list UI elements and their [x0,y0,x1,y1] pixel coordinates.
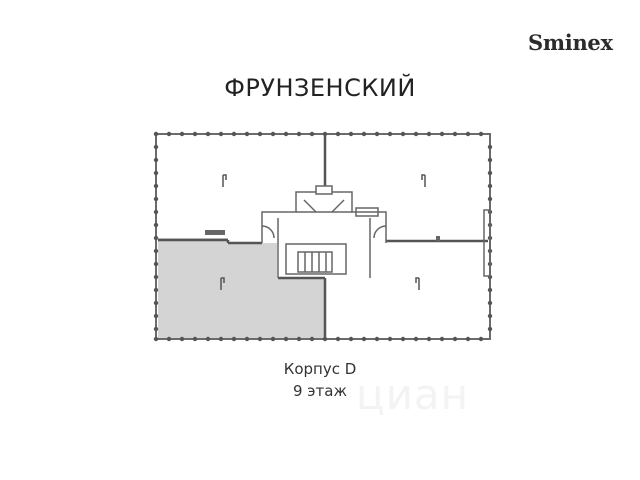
window-dot [283,131,289,137]
window-dot [166,131,172,137]
window-dot [465,131,471,137]
window-dot [374,336,380,342]
window-dot [257,131,263,137]
window-dot [387,336,393,342]
selected-apartment[interactable] [158,238,325,338]
window-markers [153,131,493,342]
window-dot [231,131,237,137]
window-dot [153,261,159,267]
window-dot [487,157,493,163]
window-dot [348,131,354,137]
window-dot [439,336,445,342]
window-dot [400,131,406,137]
window-dot [218,131,224,137]
window-dot [231,336,237,342]
wall-stubs [205,230,440,241]
window-dot [361,131,367,137]
window-dot [153,313,159,319]
window-dot [153,326,159,332]
window-dot [179,131,185,137]
window-dot [153,222,159,228]
window-dot [309,336,315,342]
window-dot [487,144,493,150]
window-dot [296,131,302,137]
watermark-text: циан [356,370,470,419]
window-dot [452,336,458,342]
window-dot [153,248,159,254]
window-dot [270,131,276,137]
window-dot [218,336,224,342]
window-dot [153,336,159,342]
window-dot [179,336,185,342]
window-dot [153,209,159,215]
window-dot [296,336,302,342]
window-dot [153,235,159,241]
window-dot [426,131,432,137]
window-dot [487,313,493,319]
window-dot [205,336,211,342]
window-dot [487,196,493,202]
window-dot [478,131,484,137]
window-dot [283,336,289,342]
window-dot [487,183,493,189]
window-dot [487,170,493,176]
brand-logo: Sminex [528,30,613,55]
window-dot [387,131,393,137]
window-dot [478,336,484,342]
window-dot [205,131,211,137]
window-dot [348,336,354,342]
window-dot [452,131,458,137]
window-dot [413,336,419,342]
window-dot [413,131,419,137]
window-dot [192,336,198,342]
window-dot [153,274,159,280]
room-markers [220,174,426,290]
floor-label: 9 этаж [293,382,347,400]
window-dot [257,336,263,342]
window-dot [400,336,406,342]
window-dot [465,336,471,342]
window-dot [487,300,493,306]
window-dot [166,336,172,342]
window-dot [153,287,159,293]
complex-title: ФРУНЗЕНСКИЙ [224,74,416,102]
window-dot [153,300,159,306]
window-dot [487,287,493,293]
window-dot [439,131,445,137]
window-dot [309,131,315,137]
window-dot [153,170,159,176]
window-dot [153,144,159,150]
window-dot [426,336,432,342]
window-dot [153,183,159,189]
window-dot [153,157,159,163]
window-dot [361,336,367,342]
window-dot [153,131,159,137]
window-dot [153,196,159,202]
window-dot [270,336,276,342]
window-dot [374,131,380,137]
central-core [261,185,387,278]
window-dot [335,336,341,342]
window-dot [244,131,250,137]
window-dot [192,131,198,137]
window-dot [244,336,250,342]
building-label: Корпус D [283,360,357,378]
window-dot [487,326,493,332]
right-balcony [483,209,491,277]
window-dot [335,131,341,137]
